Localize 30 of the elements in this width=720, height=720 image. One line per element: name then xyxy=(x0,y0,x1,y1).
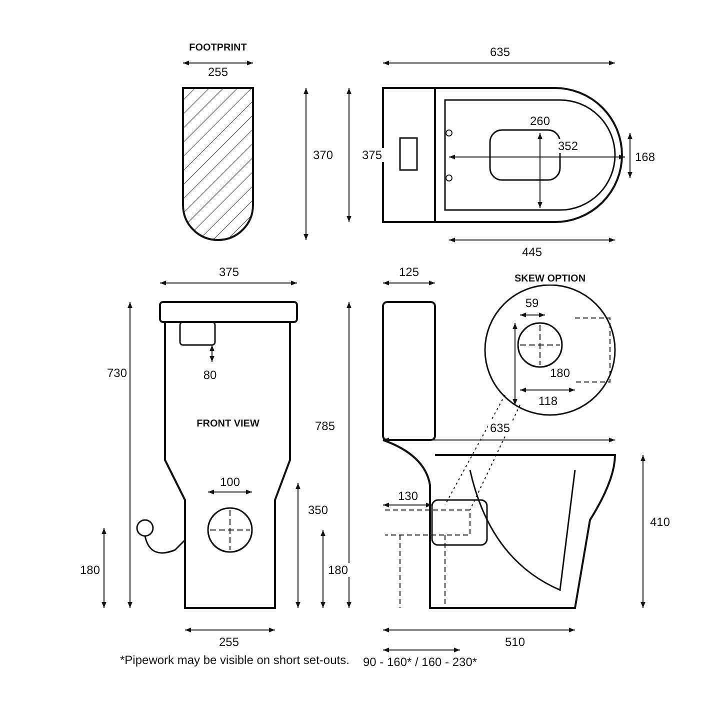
dimension-label: 730 xyxy=(104,366,130,380)
dimension-label: 352 xyxy=(556,139,580,153)
dimension-label: 370 xyxy=(310,148,336,162)
dimension-label: 635 xyxy=(488,421,512,435)
dimension-label: 100 xyxy=(218,475,242,489)
dimension-label: 445 xyxy=(520,245,544,259)
view-title: FRONT VIEW xyxy=(194,418,262,430)
dimension-label: 785 xyxy=(312,419,338,433)
dimension-label: 125 xyxy=(396,265,422,279)
view-title: FOOTPRINT xyxy=(187,42,249,54)
dimension-label: 59 xyxy=(523,296,541,310)
dimension-label: 180 xyxy=(78,563,102,577)
dimension-label: 180 xyxy=(326,563,350,577)
dimension-label: 130 xyxy=(396,489,420,503)
dimension-label: 375 xyxy=(360,148,384,162)
dimension-label: 80 xyxy=(201,368,219,382)
dimension-label: 168 xyxy=(632,150,658,164)
dimension-label: 350 xyxy=(306,503,330,517)
dimension-label: 255 xyxy=(216,635,242,649)
dimension-label: 180 xyxy=(548,366,572,380)
dimension-label: 260 xyxy=(528,114,552,128)
dimension-label: 635 xyxy=(488,45,512,59)
dimension-label: 118 xyxy=(536,394,560,408)
footnote: *Pipework may be visible on short set-outs. xyxy=(118,653,352,667)
dimension-label: 510 xyxy=(502,635,528,649)
dimension-label: 410 xyxy=(648,515,672,529)
dimension-label: 375 xyxy=(216,265,242,279)
dimension-label: 255 xyxy=(206,65,230,79)
view-title: SKEW OPTION xyxy=(512,274,588,284)
dimension-label: 90 - 160* / 160 - 230* xyxy=(360,655,480,669)
